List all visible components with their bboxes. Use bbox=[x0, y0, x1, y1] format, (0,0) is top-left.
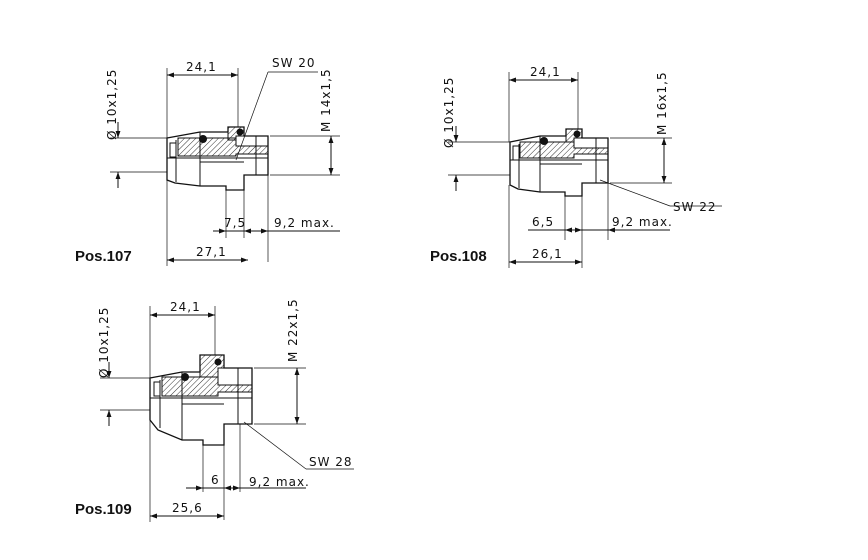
pos109-length-top: 24,1 bbox=[170, 300, 201, 314]
pos107-fitting-body bbox=[166, 126, 269, 191]
pos107-wrench-size: SW 20 bbox=[272, 56, 316, 70]
pos108-wrench-size: SW 22 bbox=[673, 200, 717, 214]
pos109-dim-left: 6 bbox=[211, 473, 220, 487]
pos108-dim-left: 6,5 bbox=[532, 215, 554, 229]
pos107-dim-left: 7,5 bbox=[224, 216, 246, 230]
pos107-dim-right: 9,2 max. bbox=[274, 216, 335, 230]
pos109-length-bottom: 25,6 bbox=[172, 501, 203, 515]
pos107-length-bottom: 27,1 bbox=[196, 245, 227, 259]
pos109-tube-diameter: Ø 10x1,25 bbox=[97, 307, 111, 378]
pos109-thread: M 22x1,5 bbox=[286, 298, 300, 362]
pos108-label: Pos.108 bbox=[430, 248, 487, 265]
pos109-fitting-body bbox=[149, 354, 253, 446]
pos108-thread: M 16x1,5 bbox=[655, 71, 669, 135]
pos108-length-top: 24,1 bbox=[530, 65, 561, 79]
pos107-label: Pos.107 bbox=[75, 248, 132, 265]
pos109-wrench-size: SW 28 bbox=[309, 455, 353, 469]
fitting-pos109: Ø 10x1,25 24,1 M 22x1,5 SW 28 6 9,2 max.… bbox=[75, 298, 354, 522]
fitting-pos107: Ø 10x1,25 24,1 SW 20 M 14x1,5 7,5 9,2 ma… bbox=[75, 56, 340, 266]
pos108-fitting-body bbox=[509, 128, 609, 197]
pos108-tube-diameter: Ø 10x1,25 bbox=[442, 77, 456, 148]
pos109-label: Pos.109 bbox=[75, 501, 132, 518]
pos107-thread: M 14x1,5 bbox=[319, 68, 333, 132]
pos109-dim-right: 9,2 max. bbox=[249, 475, 310, 489]
pos108-length-bottom: 26,1 bbox=[532, 247, 563, 261]
pos108-dim-right: 9,2 max. bbox=[612, 215, 673, 229]
fitting-pos108: Ø 10x1,25 24,1 M 16x1,5 SW 22 6,5 9,2 ma… bbox=[430, 65, 722, 268]
pos107-length-top: 24,1 bbox=[186, 60, 217, 74]
pos107-tube-diameter: Ø 10x1,25 bbox=[105, 69, 119, 140]
